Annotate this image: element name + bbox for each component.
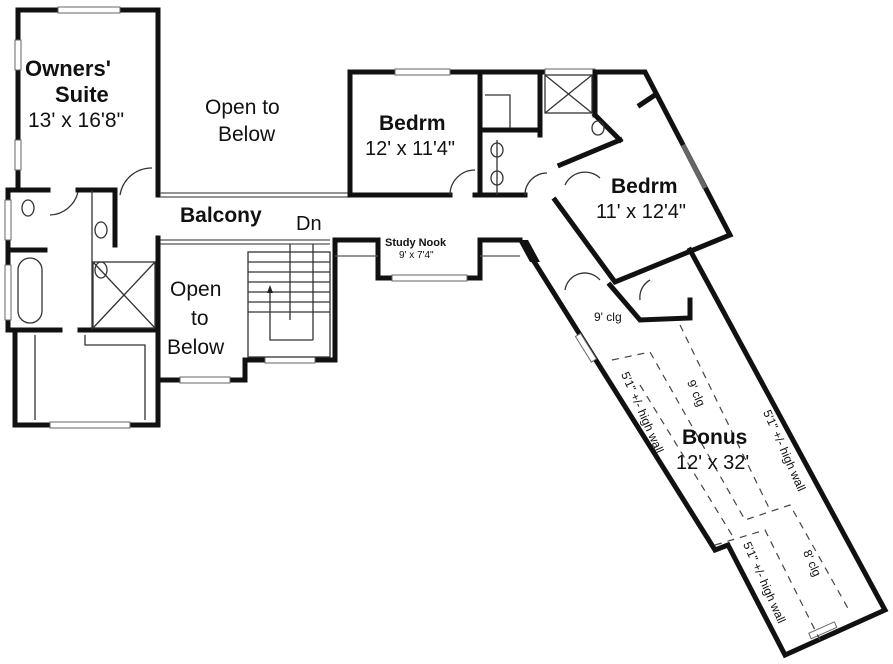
bonus-name: Bonus [682,426,748,449]
open-to-below-top-line2: Below [218,123,276,146]
open-to-below-mid-line3: Below [167,336,225,359]
balcony-label: Balcony [180,204,262,227]
hall-ceiling-note: 9' clg [594,310,622,324]
owners-suite-name: Owners' [25,56,111,81]
open-to-below-top-line1: Open to [205,96,280,119]
bedroom-2-name: Bedrm [611,175,678,198]
open-to-below-mid-line2: to [191,307,209,330]
bedroom-1-name: Bedrm [379,112,446,135]
stairs-down-label: Dn [296,213,322,235]
open-to-below-mid-line1: Open [170,278,222,301]
bonus-walls [526,246,889,659]
study-nook-name: Study Nook [385,237,447,249]
bedroom-1-size: 12' x 11'4" [365,138,455,160]
staircase [247,244,331,358]
owners-suite-name-line2: Suite [55,82,109,107]
study-nook-walls [332,237,540,282]
bonus-size: 12' x 32' [676,452,750,474]
owners-suite-walls [4,6,161,429]
owners-suite-size: 13' x 16'8" [28,109,125,132]
bedrooms-walls [347,68,734,286]
balcony-railings [155,192,350,384]
study-nook-size: 9' x 7'4" [399,250,434,261]
bedroom-2-size: 11' x 12'4" [596,201,686,223]
